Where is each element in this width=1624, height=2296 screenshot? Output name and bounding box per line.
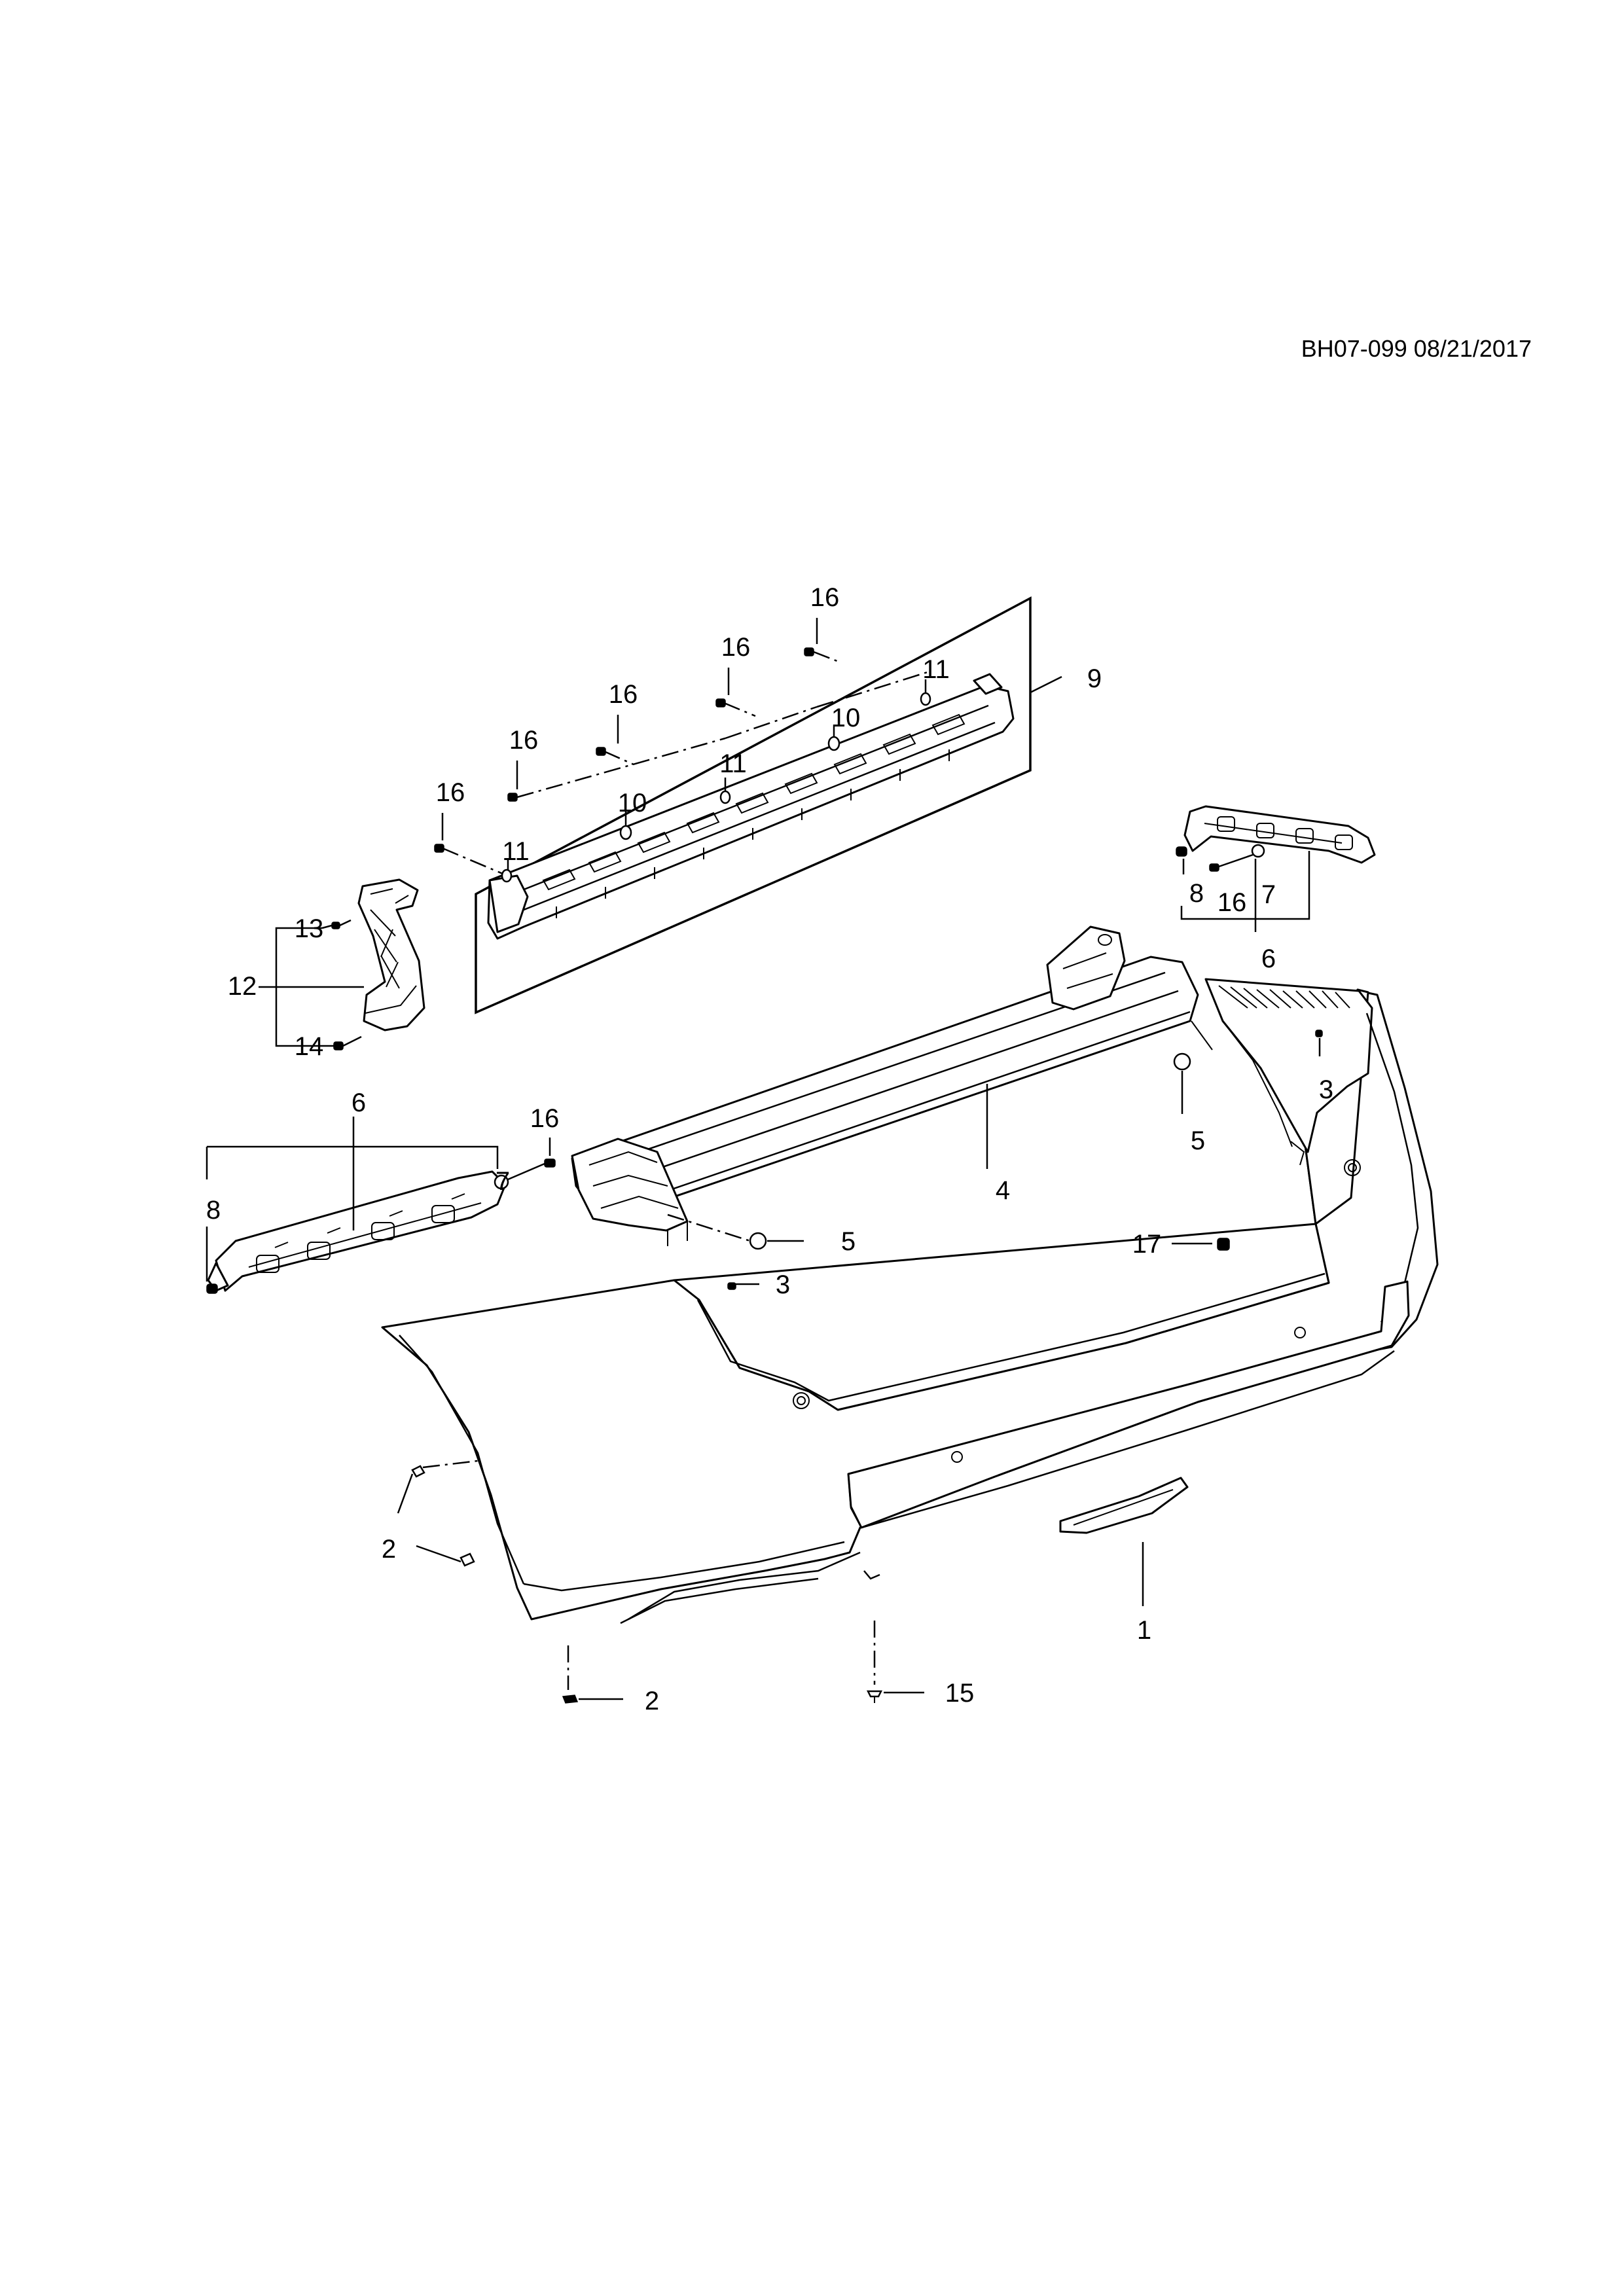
- nut-icon: [1176, 846, 1187, 857]
- park-sensor-icon: [793, 1392, 810, 1409]
- callout-16: 16: [436, 778, 465, 807]
- bolt-icon: [804, 647, 814, 656]
- callout-4: 4: [996, 1176, 1010, 1205]
- callout-7: 7: [496, 1167, 510, 1196]
- side-support-bracket-drawing: [357, 878, 425, 1031]
- callout-10: 10: [618, 789, 647, 817]
- callout-1: 1: [1137, 1616, 1151, 1645]
- callout-9: 9: [1087, 664, 1102, 693]
- callout-8: 8: [1189, 879, 1204, 908]
- screw-icon: [331, 922, 340, 929]
- callout-8: 8: [206, 1196, 221, 1225]
- callout-12: 12: [228, 972, 257, 1001]
- energy-absorber-group-box: [475, 596, 1062, 1014]
- callout-6: 6: [1261, 944, 1276, 973]
- clip-icon: [494, 1174, 509, 1190]
- clip-icon: [619, 825, 632, 840]
- bolt-icon: [1209, 863, 1219, 872]
- callout-3: 3: [776, 1270, 790, 1299]
- callout-5: 5: [1191, 1126, 1205, 1155]
- callout-3: 3: [1319, 1075, 1333, 1104]
- nut-icon: [1173, 1052, 1191, 1071]
- bumper-fascia-drawing: [381, 978, 1439, 1624]
- bolt-icon: [544, 1158, 556, 1168]
- callout-13: 13: [295, 914, 324, 943]
- callout-11: 11: [502, 837, 530, 866]
- park-sensor-icon: [951, 1451, 963, 1463]
- callout-14: 14: [295, 1032, 324, 1061]
- callout-15: 15: [945, 1679, 975, 1708]
- callout-7: 7: [1261, 880, 1276, 909]
- nut-icon: [206, 1283, 218, 1294]
- callout-10: 10: [831, 704, 861, 732]
- callout-6: 6: [352, 1088, 366, 1117]
- bolt-icon: [507, 793, 518, 802]
- callout-2: 2: [382, 1535, 396, 1564]
- callout-11: 11: [719, 749, 747, 778]
- callout-labels: 1 2 2 3 3 4 5 5 6 6 7 7 8 8 9 10 10 11 1…: [206, 583, 1333, 1715]
- right-bumper-guide-drawing: [1183, 805, 1376, 864]
- screw-icon: [727, 1282, 736, 1290]
- clip-icon: [1217, 1238, 1230, 1251]
- callout-16: 16: [530, 1104, 560, 1133]
- rivet-icon: [562, 1695, 579, 1704]
- fascia-fastener-set: [397, 1030, 1323, 1704]
- side-bracket-fastener-set: [259, 919, 364, 1050]
- nut-icon: [749, 1232, 767, 1250]
- park-sensor-icon: [1294, 1327, 1306, 1338]
- callout-16: 16: [721, 633, 751, 662]
- nut-icon: [333, 1041, 344, 1050]
- callout-16: 16: [609, 680, 638, 709]
- callout-5: 5: [841, 1227, 856, 1256]
- clip-icon: [920, 692, 931, 706]
- document-reference: BH07-099 08/21/2017: [1301, 335, 1532, 362]
- rivet-icon: [411, 1465, 425, 1478]
- clip-icon: [1251, 844, 1265, 858]
- bolt-icon: [434, 844, 444, 853]
- clip-icon: [827, 736, 840, 751]
- callout-16: 16: [810, 583, 840, 612]
- right-guide-fastener-set: [1176, 844, 1310, 932]
- callout-11: 11: [922, 655, 950, 684]
- clip-icon: [719, 790, 731, 804]
- left-bumper-guide-drawing: [207, 1170, 507, 1292]
- rivet-icon: [460, 1552, 475, 1567]
- bolt-icon: [596, 747, 606, 756]
- callout-2: 2: [645, 1687, 659, 1715]
- absorber-fastener-set: [434, 618, 931, 883]
- left-guide-fastener-set: [206, 1117, 556, 1294]
- clip-icon: [501, 869, 513, 883]
- callout-16: 16: [1218, 888, 1247, 917]
- push-pin-icon: [866, 1690, 883, 1703]
- park-sensor-icon: [1344, 1159, 1361, 1176]
- energy-absorber-drawing: [487, 673, 1015, 940]
- callout-16: 16: [509, 726, 539, 755]
- bumper-reinforcement-drawing: [571, 925, 1213, 1246]
- reinforcement-nut-set: [667, 1052, 1191, 1250]
- bolt-icon: [715, 698, 726, 708]
- screw-icon: [1315, 1030, 1323, 1037]
- callout-17: 17: [1132, 1230, 1162, 1259]
